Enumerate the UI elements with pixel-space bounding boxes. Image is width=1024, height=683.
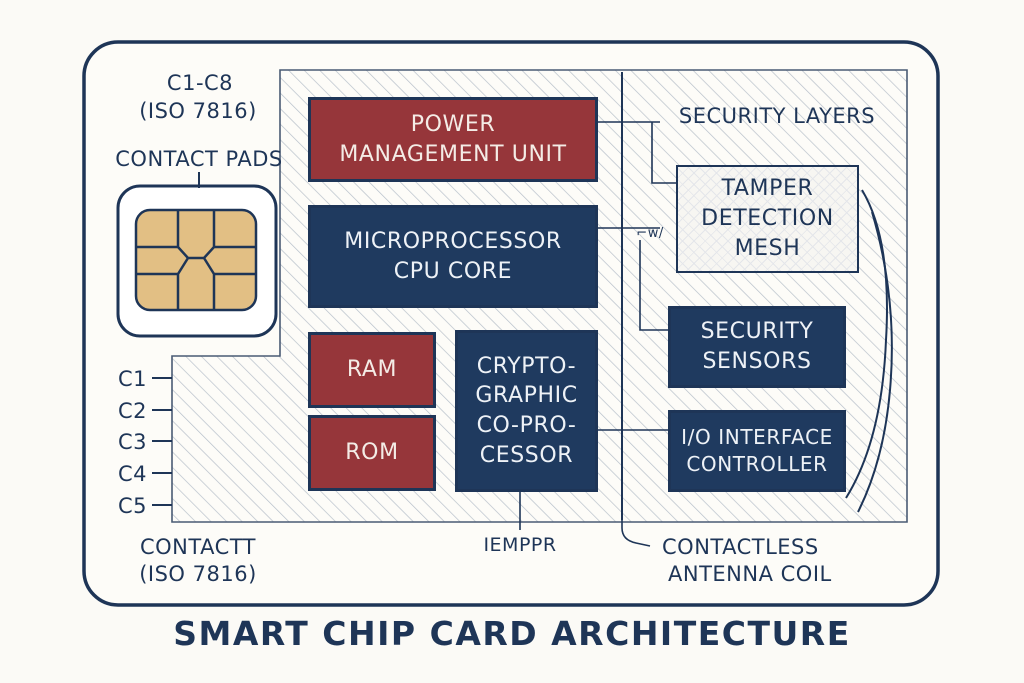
diagram-title: SMART CHIP CARD ARCHITECTURE: [173, 614, 851, 653]
security-sensors-block: SECURITY SENSORS: [668, 306, 846, 388]
label-security-layers: SECURITY LAYERS: [678, 104, 876, 128]
power-management-unit-block: POWER MANAGEMENT UNIT: [308, 97, 598, 182]
label-small-mark: ⌐w/: [636, 226, 664, 241]
label-contactless: CONTACTLESS: [662, 535, 819, 559]
label-iso-top: (ISO 7816): [139, 99, 257, 123]
antenna-coil: [845, 189, 893, 513]
io-interface-controller-block: I/O INTERFACE CONTROLLER: [668, 410, 846, 492]
ram-block: RAM: [308, 332, 436, 408]
label-contact-pads: CONTACT PADS: [115, 147, 283, 171]
pin-label-c1: C1: [118, 367, 148, 391]
sim-contact-icon: [134, 208, 258, 312]
rom-block: ROM: [308, 415, 436, 491]
pin-label-c5: C5: [118, 494, 148, 518]
crypto-coprocessor-block: CRYPTO- GRAPHIC CO-PRO- CESSOR: [455, 330, 598, 492]
connection-lines: [519, 121, 676, 547]
microprocessor-cpu-block: MICROPROCESSOR CPU CORE: [308, 205, 598, 308]
tamper-detection-mesh: TAMPER DETECTION MESH: [676, 165, 859, 273]
pin-label-c3: C3: [118, 430, 148, 454]
pin-label-c4: C4: [118, 462, 148, 486]
pin-label-c2: C2: [118, 399, 148, 423]
label-contact: CONTACTT: [139, 535, 257, 559]
label-antenna-coil: ANTENNA COIL: [668, 562, 832, 586]
label-eeprom: IEMPPR: [483, 534, 557, 556]
pin-ticks: [152, 377, 172, 506]
label-iso-bottom: (ISO 7816): [139, 562, 257, 586]
label-c1-c8: C1-C8: [166, 71, 234, 95]
